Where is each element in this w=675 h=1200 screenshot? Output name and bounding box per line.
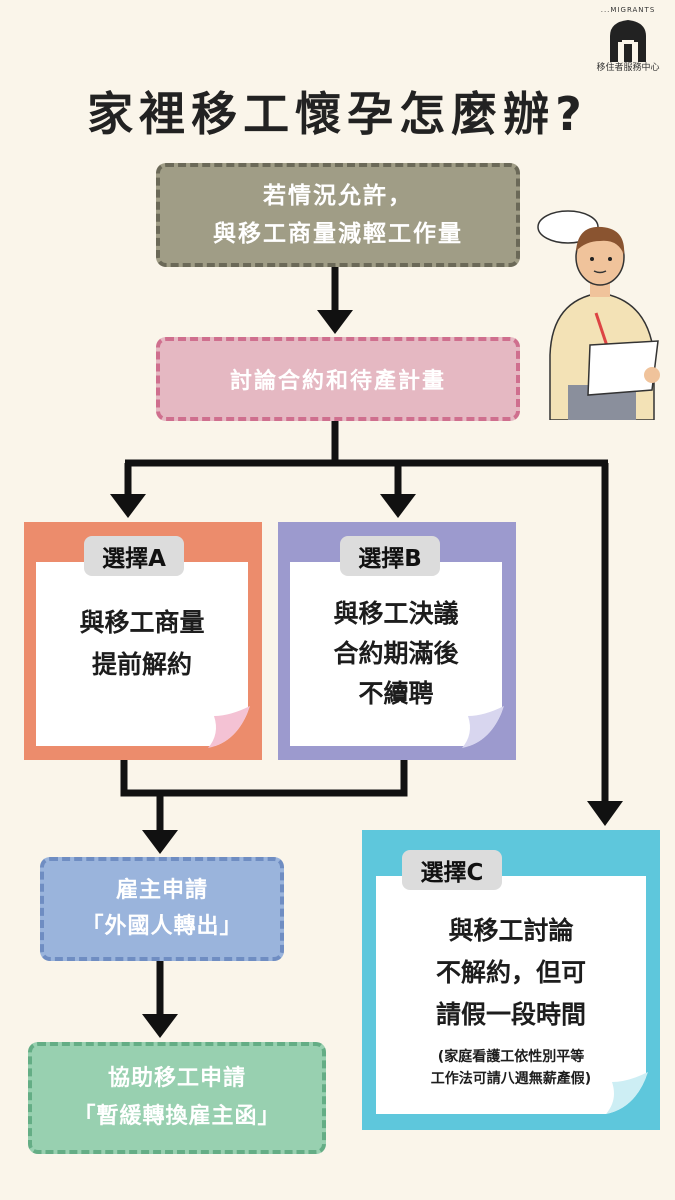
- page-curl-icon: [462, 706, 504, 748]
- employer-line1: 雇主申請: [115, 878, 208, 903]
- option-c-body: 與移工討論 不解約，但可 請假一段時間 (家庭看護工依性別平等 工作法可請八週無…: [376, 876, 646, 1114]
- connector-merge-ab: [120, 760, 408, 797]
- option-a-line2: 提前解約: [91, 650, 192, 679]
- page-title: 家裡移工懷孕怎麼辦?: [87, 87, 588, 141]
- step-assist-worker: 協助移工申請 「暫緩轉換雇主函」: [28, 1042, 326, 1154]
- arrowhead-step2: [317, 310, 353, 334]
- option-c-line2: 不解約，但可: [435, 958, 586, 987]
- assist-line2: 「暫緩轉換雇主函」: [73, 1104, 281, 1129]
- employer-line2: 「外國人轉出」: [81, 914, 243, 939]
- option-b-line2: 合約期滿後: [333, 639, 459, 668]
- option-a-line1: 與移工商量: [79, 608, 205, 637]
- arrowhead-option-c: [587, 801, 623, 826]
- option-c-line1: 與移工討論: [448, 916, 574, 945]
- logo-arc-text: ...MIGRANTS: [600, 6, 656, 14]
- option-b-line1: 與移工決議: [333, 599, 459, 628]
- thinking-person-illustration: [537, 210, 660, 420]
- page-curl-icon: [606, 1072, 648, 1114]
- arrowhead-assist: [142, 1014, 178, 1038]
- house-logo-icon: [610, 20, 646, 62]
- option-a-tab: 選擇A: [84, 536, 184, 576]
- option-c-line3: 請假一段時間: [435, 1000, 586, 1029]
- option-c-note1: (家庭看護工依性別平等: [437, 1049, 585, 1065]
- arrowhead-option-b: [380, 494, 416, 518]
- arrowhead-employer: [142, 830, 178, 854]
- logo-label: 移住者服務中心: [596, 63, 660, 73]
- option-c-tab: 選擇C: [402, 850, 502, 890]
- option-a-card: 與移工商量 提前解約 選擇A: [24, 522, 262, 760]
- page-curl-icon: [208, 706, 250, 748]
- assist-line1: 協助移工申請: [107, 1066, 246, 1091]
- option-a-body: 與移工商量 提前解約: [36, 562, 248, 746]
- step2-text: 討論合約和待產計畫: [229, 369, 446, 394]
- option-b-card: 與移工決議 合約期滿後 不續聘 選擇B: [278, 522, 516, 760]
- logo: [598, 8, 658, 72]
- step-reduce-workload: 若情況允許， 與移工商量減輕工作量: [156, 163, 520, 267]
- step1-line1: 若情況允許，: [263, 183, 413, 209]
- option-c-card: 與移工討論 不解約，但可 請假一段時間 (家庭看護工依性別平等 工作法可請八週無…: [362, 830, 660, 1130]
- step1-line2: 與移工商量減輕工作量: [213, 221, 463, 247]
- option-b-line3: 不續聘: [358, 679, 434, 708]
- option-b-body: 與移工決議 合約期滿後 不續聘: [290, 562, 502, 746]
- option-c-note2: 工作法可請八週無薪產假): [430, 1071, 592, 1087]
- arrowhead-option-a: [110, 494, 146, 518]
- option-b-tab: 選擇B: [340, 536, 440, 576]
- step-employer-transfer: 雇主申請 「外國人轉出」: [40, 857, 284, 961]
- step-discuss-contract: 討論合約和待產計畫: [156, 337, 520, 421]
